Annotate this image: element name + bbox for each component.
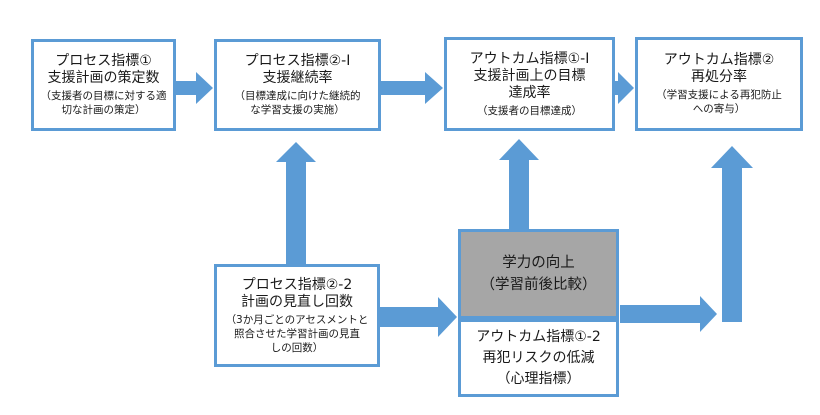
box-title-line: 学力の向上 xyxy=(502,255,575,271)
box-title-line: （学習前後比較） xyxy=(480,277,597,293)
arrow-p2-1-to-o1-1 xyxy=(380,72,443,104)
arrow-p1-to-p2-1 xyxy=(175,72,213,104)
arrow-o1-1-to-o2 xyxy=(614,72,634,104)
box-title-line: アウトカム指標①-2 xyxy=(476,328,601,345)
arrow-lower-to-o2-h xyxy=(620,296,717,332)
process-indicator-2-1-box: プロセス指標②-Ⅰ 支援継続率 （目標達成に向けた継続的 な学習支援の実施） xyxy=(214,39,381,131)
box-title-line: 再犯リスクの低減 xyxy=(482,349,595,366)
academic-improvement-box: 学力の向上 （学習前後比較） xyxy=(458,229,619,319)
box-title-line: プロセス指標① xyxy=(55,53,152,69)
box-title-line: 再処分率 xyxy=(691,69,747,85)
box-note-line: （支援者の目標に対する適 xyxy=(40,90,167,102)
arrow-lower-to-o2-v xyxy=(711,146,753,322)
process-indicator-2-2-box: プロセス指標②-2 計画の見直し回数 （3か月ごとのアセスメントと 照合させた学… xyxy=(214,264,380,367)
box-note-line: への寄与） xyxy=(692,103,746,115)
box-title-line: 達成率 xyxy=(508,84,551,101)
arrow-p2-2-to-lower xyxy=(379,297,457,337)
box-title-line: 支援計画の策定数 xyxy=(47,70,160,86)
box-title-line: 支援計画上の目標 xyxy=(473,67,586,84)
outcome-indicator-1-1-box: アウトカム指標①-Ⅰ 支援計画上の目標 達成率 （支援者の目標達成） xyxy=(444,37,615,131)
process-indicator-1-box: プロセス指標① 支援計画の策定数 （支援者の目標に対する適 切な計画の策定） xyxy=(31,39,176,131)
box-title-line: プロセス指標②-Ⅰ xyxy=(244,53,351,69)
arrow-p2-2-to-p2-1 xyxy=(276,142,316,265)
box-title-line: アウトカム指標①-Ⅰ xyxy=(469,50,590,67)
box-title-line: プロセス指標②-2 xyxy=(241,276,353,293)
outcome-indicator-2-box: アウトカム指標② 再処分率 （学習支援による再犯防止 への寄与） xyxy=(635,37,803,131)
box-note-line: な学習支援の実施） xyxy=(250,104,345,116)
outcome-indicator-1-2-box: アウトカム指標①-2 再犯リスクの低減 （心理指標） xyxy=(458,319,619,397)
box-note-line: （目標達成に向けた継続的 xyxy=(234,90,361,102)
box-note-line: しの回数） xyxy=(270,341,324,354)
box-note-line: （学習支援による再犯防止 xyxy=(656,89,782,101)
box-title-line: アウトカム指標② xyxy=(663,52,775,68)
box-title-line: （心理指標） xyxy=(496,370,581,387)
arrow-gain-to-o1-1 xyxy=(499,139,539,232)
box-note-line: （支援者の目標達成） xyxy=(477,104,582,117)
box-note-line: （3か月ごとのアセスメントと xyxy=(225,313,369,326)
box-title-line: 計画の見直し回数 xyxy=(241,293,353,310)
box-note-line: 照合させた学習計画の見直 xyxy=(234,327,360,340)
box-note-line: 切な計画の策定） xyxy=(61,104,146,116)
box-title-line: 支援継続率 xyxy=(262,70,333,86)
